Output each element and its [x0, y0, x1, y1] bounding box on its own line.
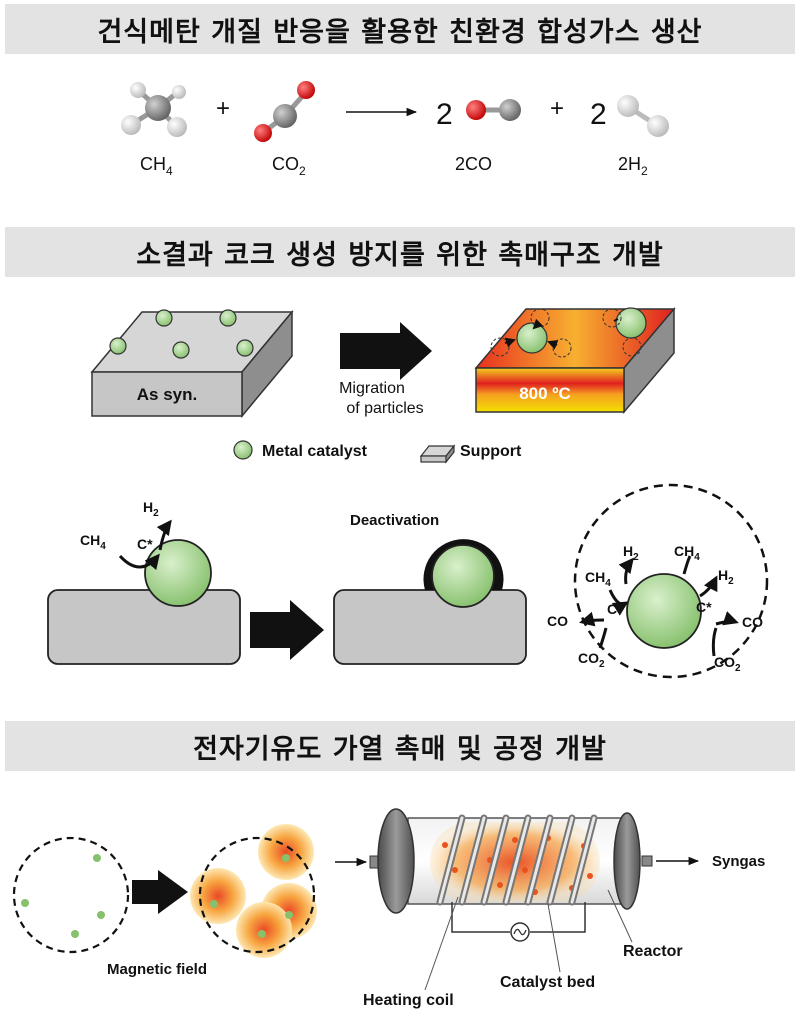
- magnetic-field-label: Magnetic field: [107, 961, 207, 978]
- coking-support-left: [47, 519, 241, 665]
- h2-molecule: [617, 95, 669, 137]
- coking-support-middle: [333, 539, 527, 665]
- coking-cstar-left: C*: [137, 536, 153, 552]
- heating-coil-label: Heating coil: [363, 992, 454, 1009]
- particles-under-field: [190, 824, 317, 958]
- syngas-label: Syngas: [712, 853, 765, 870]
- deactivation-arrow: [250, 600, 324, 660]
- h2-coefficient: 2: [590, 98, 607, 131]
- legend-metal-swatch: [233, 440, 253, 460]
- legend-support-label: Support: [460, 443, 522, 460]
- coking-ch4-right: CH4: [585, 569, 611, 589]
- heading-catalyst-structure: 소결과 코크 생성 방지를 위한 촉매구조 개발: [5, 227, 795, 277]
- migration-label-line2: of particles: [346, 400, 423, 417]
- support-block-as-syn: [90, 309, 294, 419]
- plus-sign-2: +: [550, 95, 564, 122]
- h2-label: 2H2: [618, 154, 648, 178]
- particles-before-field: [12, 836, 130, 954]
- coking-ch4-left: CH4: [80, 532, 106, 552]
- reactor-label: Reactor: [623, 943, 683, 960]
- support-block-800c: [474, 306, 676, 415]
- field-arrow: [132, 870, 188, 914]
- coking-cstar-right-2: C*: [696, 599, 712, 615]
- as-syn-label: As syn.: [137, 385, 197, 404]
- coking-co2-left: CO2: [578, 650, 605, 670]
- coking-co2-right: CO2: [714, 654, 741, 674]
- migration-label-line1: Migration: [339, 380, 405, 397]
- induction-reactor: [335, 808, 700, 991]
- methane-molecule: [121, 82, 187, 137]
- co-molecule: [466, 99, 521, 121]
- coking-h2-right-1: H2: [623, 543, 639, 563]
- coking-co-left: CO: [547, 613, 568, 629]
- deactivation-label: Deactivation: [350, 512, 439, 529]
- migration-arrow: [340, 322, 432, 380]
- plus-sign-1: +: [216, 95, 230, 122]
- legend-metal-label: Metal catalyst: [262, 443, 368, 460]
- co-label: 2CO: [455, 154, 492, 174]
- heading-dry-reforming: 건식메탄 개질 반응을 활용한 친환경 합성가스 생산: [5, 4, 795, 54]
- catalyst-bed-label: Catalyst bed: [500, 974, 595, 991]
- co2-label: CO2: [272, 154, 306, 178]
- coking-h2-right-2: H2: [718, 567, 734, 587]
- co-coefficient: 2: [436, 98, 453, 131]
- coking-cycle: [573, 483, 769, 679]
- temperature-label: 800 ºC: [519, 384, 571, 403]
- ch4-label: CH4: [140, 154, 173, 178]
- legend: [233, 440, 456, 464]
- coking-co-right: CO: [742, 614, 763, 630]
- coking-cstar-right-1: C*: [607, 601, 623, 617]
- coking-h2-left: H2: [143, 499, 159, 519]
- coking-ch4-top: CH4: [674, 543, 700, 563]
- co2-molecule: [254, 81, 315, 142]
- heading-induction-heating: 전자기유도 가열 촉매 및 공정 개발: [5, 721, 795, 771]
